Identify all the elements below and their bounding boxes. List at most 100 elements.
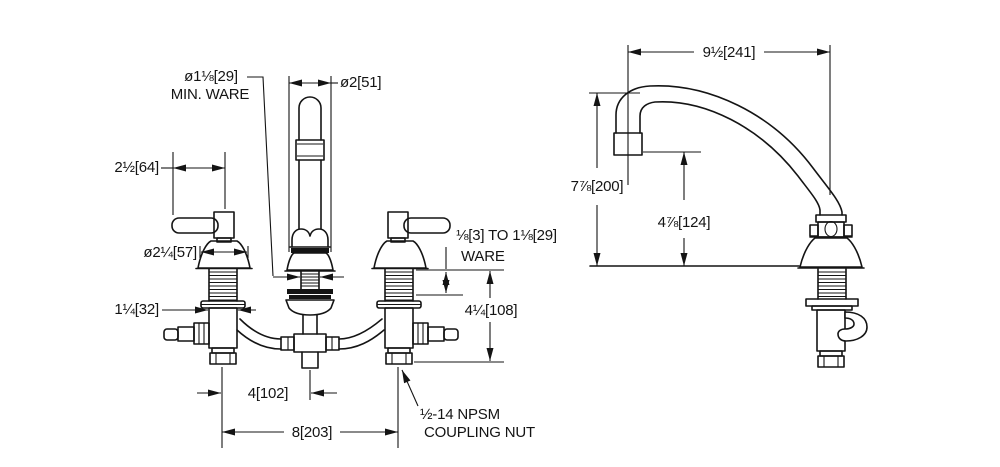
right-tube-top-edge: [338, 318, 383, 340]
extension-ticks: [199, 246, 249, 258]
supply-tubes: [236, 318, 385, 350]
dim-spout-to-valve-label: 4[102]: [248, 385, 289, 402]
left-coupling-nut-lines: [215, 353, 231, 364]
left-escutcheon: [197, 240, 251, 269]
left-valve-body: [208, 307, 238, 349]
spout-slip-nut-lines: [297, 143, 323, 157]
right-port-hex-lines: [417, 323, 424, 344]
bonnet: [817, 221, 845, 238]
tee-bottom-tube: [301, 351, 319, 369]
side-spout: [613, 85, 843, 216]
spout-locknut-lower: [289, 295, 331, 299]
dim-valve-escutcheon: ø2¼[57]: [143, 244, 249, 261]
side-view: 9½[241] 7⅞[200] 4⅞[124]: [571, 44, 868, 368]
spout-escutcheon: [286, 252, 334, 271]
side-shank: [817, 268, 847, 300]
side-flange-upper: [805, 298, 859, 307]
dim-spout-height-label: 7⅞[200]: [571, 178, 624, 195]
dim-min-ware-note: MIN. WARE: [171, 86, 250, 103]
dim-handle-reach: 2½[64]: [114, 152, 226, 215]
dim-outlet-height-label: 4⅞[124]: [658, 214, 711, 231]
bonnet-ball: [824, 220, 838, 238]
left-port-hex: [193, 322, 210, 345]
leader-line: [401, 369, 419, 407]
spout-collar-band: [291, 248, 329, 253]
dim-spout-escutcheon-label: ø2[51]: [340, 74, 381, 91]
spout-outer-curve: [615, 85, 843, 216]
left-handle-hub: [213, 211, 235, 239]
side-body: [589, 214, 868, 368]
spout-locknut-upper: [287, 289, 333, 294]
right-shank-threads: [385, 271, 413, 301]
left-tube-bottom-edge: [236, 329, 282, 350]
hose-hook: [837, 311, 868, 342]
right-escutcheon: [373, 240, 427, 269]
spout-cup-washer: [285, 299, 335, 316]
center-spout: [280, 96, 340, 369]
right-tube-bottom-edge: [338, 329, 385, 350]
side-shank-threads: [818, 271, 846, 298]
right-handle-hub: [387, 211, 409, 239]
left-port-pipe: [177, 326, 195, 342]
spout-slip-nut: [295, 139, 325, 161]
left-tube-top-edge: [239, 318, 282, 340]
right-handle-neck: [390, 237, 406, 243]
left-shank-threads: [209, 271, 237, 301]
dim-ware-thickness-note: WARE: [461, 248, 505, 265]
left-handle-lever: [171, 217, 219, 234]
left-port-end: [163, 328, 179, 341]
dim-outlet-height: 4⅞[124]: [643, 151, 711, 266]
dim-spout-height: 7⅞[200]: [571, 92, 640, 266]
note-coupling-nut: ½-14 NPSM COUPLING NUT: [401, 369, 535, 441]
dim-ware-thickness-label: ⅛[3] TO 1⅛[29]: [456, 227, 557, 244]
left-port-hex-lines: [198, 323, 205, 344]
right-coupling-nut-lines: [391, 353, 407, 364]
left-handle-neck: [216, 237, 232, 243]
dim-min-ware-label: ø1⅛[29]: [184, 68, 238, 85]
leader-line: [247, 76, 274, 277]
bonnet-left-tab: [809, 224, 819, 237]
dim-shank-label: 1¼[32]: [114, 301, 159, 318]
dim-spout-escutcheon: ø2[51]: [288, 74, 382, 252]
dim-spout-reach-label: 9½[241]: [703, 44, 756, 61]
left-coupling-nut: [209, 352, 237, 365]
tee-body: [293, 333, 327, 353]
note-coupling-nut-label: COUPLING NUT: [424, 424, 535, 441]
dim-spout-reach: 9½[241]: [627, 44, 831, 195]
spout-inner-curve: [639, 101, 821, 216]
dim-below-deck: 4¼[108]: [414, 271, 518, 363]
dim-valve-centers-label: 8[203]: [292, 424, 333, 441]
side-coupling-nut-lines: [823, 356, 839, 367]
side-escutcheon: [799, 237, 863, 268]
extension-lines: [416, 269, 504, 296]
extension-lines: [172, 152, 226, 215]
right-handle-lever: [403, 217, 451, 234]
dim-min-ware: ø1⅛[29] MIN. WARE: [171, 68, 344, 281]
extension-lines: [288, 76, 332, 252]
right-valve-body: [384, 307, 414, 349]
right-port-pipe: [427, 326, 445, 342]
note-coupling-nut-spec: ½-14 NPSM: [420, 406, 500, 423]
dim-below-deck-label: 4¼[108]: [465, 302, 518, 319]
side-coupling-nut: [817, 355, 845, 368]
spout-collar: [291, 228, 329, 248]
dim-valve-centers: 8[203]: [221, 367, 399, 448]
dim-handle-reach-label: 2½[64]: [114, 159, 159, 176]
dim-ware-thickness: ⅛[3] TO 1⅛[29] WARE: [416, 227, 557, 296]
right-port-hex: [412, 322, 429, 345]
extension-lines: [627, 45, 831, 195]
right-port-end: [443, 328, 459, 341]
bonnet-right-tab: [843, 224, 853, 237]
dim-valve-escutcheon-label: ø2¼[57]: [143, 244, 197, 261]
dim-spout-to-valve: 4[102]: [197, 370, 337, 402]
right-coupling-nut: [385, 352, 413, 365]
front-view: 2½[64] ø2[51] ø1⅛[29] MIN. WARE ø2¼[57]: [114, 68, 557, 448]
dim-shank: 1¼[32]: [114, 301, 256, 318]
right-shank: [384, 268, 414, 302]
right-valve-assembly: [371, 211, 459, 365]
left-shank: [208, 268, 238, 302]
spout-shank-threads: [301, 273, 319, 287]
spout-lower-shank: [302, 314, 318, 335]
